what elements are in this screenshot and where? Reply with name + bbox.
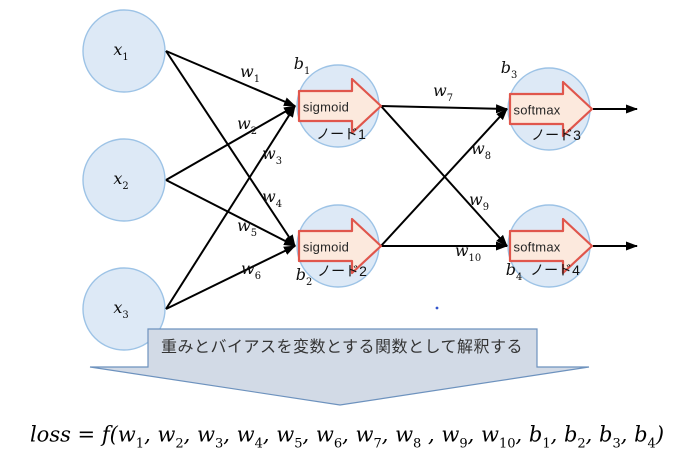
node-name-label-o2: ノード4 <box>530 262 580 278</box>
edge-h1-o2 <box>380 105 508 247</box>
edge-x1-h2 <box>165 50 296 247</box>
bias-label-b1: b1 <box>293 53 311 78</box>
input-node-x1 <box>82 9 166 93</box>
weight-label-w4: w4 <box>261 186 283 211</box>
input-node-x3 <box>82 267 166 351</box>
weight-label-w3: w3 <box>261 143 283 168</box>
edge-x2-h2 <box>165 179 296 247</box>
bias-label-b4: b4 <box>505 259 523 284</box>
input-label-x1: x1 <box>113 39 129 64</box>
edge-h1-o1 <box>380 104 508 114</box>
softmax-block-arrow-icon <box>508 80 594 138</box>
bias-label-b2: b2 <box>295 264 313 289</box>
weight-label-w8: w8 <box>470 138 492 163</box>
node-name-label-h1: ノード1 <box>316 126 366 142</box>
activation-label-h1: sigmoid <box>302 99 350 115</box>
loss-formula: loss = f(w1, w2, w3, w4, w5, w6, w7, w8 … <box>29 422 665 452</box>
weight-label-w9: w9 <box>468 189 490 214</box>
input-label-x3: x3 <box>113 297 129 322</box>
edge-x2-h1 <box>165 105 296 181</box>
edge-x3-h2 <box>165 245 296 310</box>
weight-label-w1: w1 <box>239 61 261 86</box>
activation-label-h2: sigmoid <box>302 239 350 255</box>
edge-x1-h1 <box>165 50 296 107</box>
weight-label-w5: w5 <box>236 215 258 240</box>
stray-dot <box>435 306 439 310</box>
input-label-x2: x2 <box>113 168 129 193</box>
input-node-x2 <box>82 138 166 222</box>
edge-x3-h1 <box>165 105 296 310</box>
weight-label-w6: w6 <box>240 258 262 283</box>
activation-label-o1: softmax <box>513 102 561 118</box>
banner-down-arrow-shape <box>89 328 590 406</box>
banner-text: 重みとバイアスを変数とする関数として解釈する <box>160 339 524 356</box>
weight-label-w2: w2 <box>236 113 258 138</box>
activation-label-o2: softmax <box>513 239 561 255</box>
weight-label-w10: w10 <box>454 240 482 265</box>
node-name-label-h2: ノード2 <box>317 263 367 279</box>
sigmoid-block-arrow-icon <box>297 217 383 275</box>
weight-label-w7: w7 <box>432 80 454 105</box>
softmax-block-arrow-icon <box>508 217 594 275</box>
edge-h2-o1 <box>380 108 508 247</box>
node-name-label-o1: ノード3 <box>531 127 581 143</box>
bias-label-b3: b3 <box>500 57 518 82</box>
sigmoid-block-arrow-icon <box>297 77 383 135</box>
